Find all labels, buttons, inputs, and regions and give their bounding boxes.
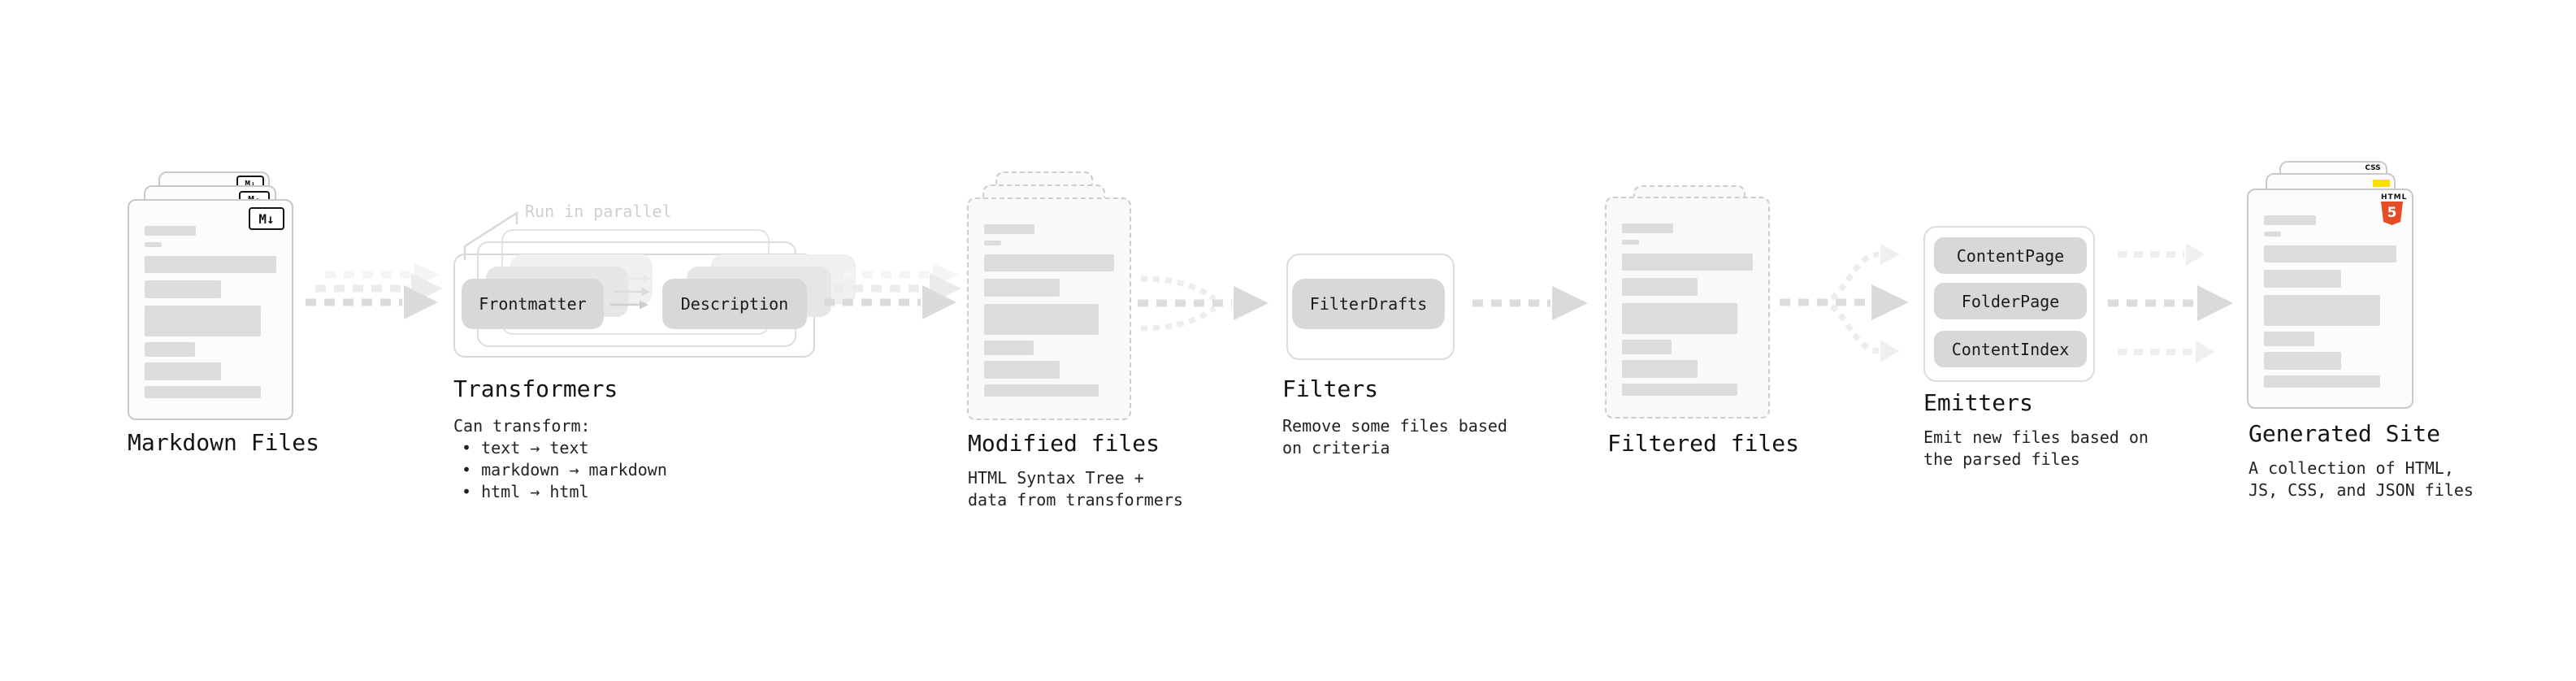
skeleton-bar bbox=[2264, 352, 2341, 370]
emitters-desc: the parsed files bbox=[1923, 449, 2080, 469]
run-in-parallel-note: Run in parallel bbox=[525, 202, 672, 221]
skeleton-bar bbox=[984, 224, 1035, 234]
flow-arrow-markdown-to-transformers bbox=[306, 263, 443, 319]
html5-number: 5 bbox=[2387, 204, 2397, 221]
run-in-parallel-callout-line bbox=[463, 210, 518, 260]
flow-arrow-emitters-bottom bbox=[2118, 340, 2214, 363]
emitters-box bbox=[1923, 226, 2095, 382]
skeleton-bar bbox=[1622, 223, 1673, 233]
transformers-desc-title: Can transform: bbox=[453, 416, 591, 436]
skeleton-bar bbox=[145, 226, 197, 236]
modified-doc-front bbox=[967, 197, 1131, 420]
transformers-bullet: • text → text bbox=[462, 438, 589, 458]
doc-skeleton-bars bbox=[2264, 215, 2396, 388]
skeleton-bar bbox=[984, 279, 1060, 297]
skeleton-bar bbox=[984, 340, 1034, 355]
filters-label: Filters bbox=[1282, 375, 1379, 402]
markdown-doc-front: M↓ bbox=[128, 199, 293, 420]
emitters-label: Emitters bbox=[1923, 389, 2033, 416]
modified-files-label: Modified files bbox=[968, 430, 1160, 457]
skeleton-bar bbox=[145, 242, 163, 247]
skeleton-bar bbox=[1622, 340, 1672, 354]
skeleton-bar bbox=[145, 386, 261, 398]
modified-files-desc: data from transformers bbox=[968, 490, 1183, 510]
filters-desc: on criteria bbox=[1282, 438, 1390, 458]
skeleton-bar bbox=[984, 361, 1060, 379]
flow-arrow-emitters-top bbox=[2118, 243, 2205, 266]
skeleton-bar bbox=[1622, 384, 1737, 396]
filtered-files-label: Filtered files bbox=[1607, 430, 1800, 457]
skeleton-bar bbox=[2264, 295, 2381, 326]
markdown-badge-icon: M↓ bbox=[249, 207, 284, 230]
skeleton-bar bbox=[2264, 375, 2381, 388]
flow-arrow-emitters-middle bbox=[2108, 285, 2233, 321]
filtered-doc-front bbox=[1605, 197, 1770, 419]
skeleton-bar bbox=[145, 342, 195, 357]
pill-to-pill-arrows bbox=[610, 274, 652, 310]
contentindex-pill: ContentIndex bbox=[1934, 331, 2087, 367]
transformers-bullet: • markdown → markdown bbox=[462, 460, 667, 479]
skeleton-bar bbox=[145, 306, 261, 336]
filterdrafts-pill: FilterDrafts bbox=[1292, 279, 1445, 329]
html5-icon: HTML 5 bbox=[2381, 193, 2408, 225]
markdown-files-label: Markdown Files bbox=[128, 429, 320, 456]
doc-skeleton-bars bbox=[1622, 223, 1753, 396]
skeleton-bar bbox=[2264, 270, 2341, 288]
flow-arrow-filters-to-filtered bbox=[1472, 286, 1588, 320]
transformers-label: Transformers bbox=[453, 375, 618, 402]
folderpage-pill: FolderPage bbox=[1934, 283, 2087, 319]
description-pill: Description bbox=[662, 279, 807, 329]
skeleton-bar bbox=[1622, 254, 1753, 271]
filters-box bbox=[1286, 254, 1455, 360]
skeleton-bar bbox=[1622, 278, 1698, 296]
generated-site-label: Generated Site bbox=[2249, 420, 2441, 447]
transformers-bullet: • html → html bbox=[462, 482, 589, 501]
emitters-desc: Emit new files based on bbox=[1923, 427, 2149, 447]
css-badge-text: CSS bbox=[2365, 164, 2381, 172]
generated-site-desc: A collection of HTML, bbox=[2249, 458, 2454, 478]
generated-doc-front: HTML 5 bbox=[2247, 189, 2413, 409]
skeleton-bar bbox=[984, 241, 1001, 245]
skeleton-bar bbox=[2264, 332, 2314, 346]
skeleton-bar bbox=[984, 304, 1099, 335]
contentpage-pill: ContentPage bbox=[1934, 237, 2087, 274]
skeleton-bar bbox=[145, 362, 221, 380]
flow-arrow-transformers-to-modified bbox=[824, 263, 961, 319]
generated-site-desc: JS, CSS, and JSON files bbox=[2249, 480, 2474, 500]
skeleton-bar bbox=[2264, 215, 2316, 225]
skeleton-bar bbox=[1622, 360, 1698, 378]
skeleton-bar bbox=[984, 254, 1114, 271]
doc-skeleton-bars bbox=[984, 224, 1114, 397]
skeleton-bar bbox=[2264, 232, 2282, 236]
flow-arrow-modified-to-filters bbox=[1138, 275, 1268, 332]
skeleton-bar bbox=[2264, 245, 2396, 262]
frontmatter-pill: Frontmatter bbox=[462, 279, 604, 329]
skeleton-bar bbox=[984, 384, 1099, 397]
html5-label: HTML bbox=[2381, 193, 2408, 202]
skeleton-bar bbox=[145, 280, 221, 298]
filters-desc: Remove some files based bbox=[1282, 416, 1507, 436]
skeleton-bar bbox=[1622, 303, 1737, 334]
skeleton-bar bbox=[1622, 240, 1639, 245]
modified-files-desc: HTML Syntax Tree + bbox=[968, 468, 1144, 488]
js-file-icon bbox=[2373, 180, 2390, 187]
flow-arrow-filtered-to-emitters bbox=[1780, 244, 1909, 362]
doc-skeleton-bars bbox=[145, 226, 276, 398]
skeleton-bar bbox=[145, 256, 276, 273]
